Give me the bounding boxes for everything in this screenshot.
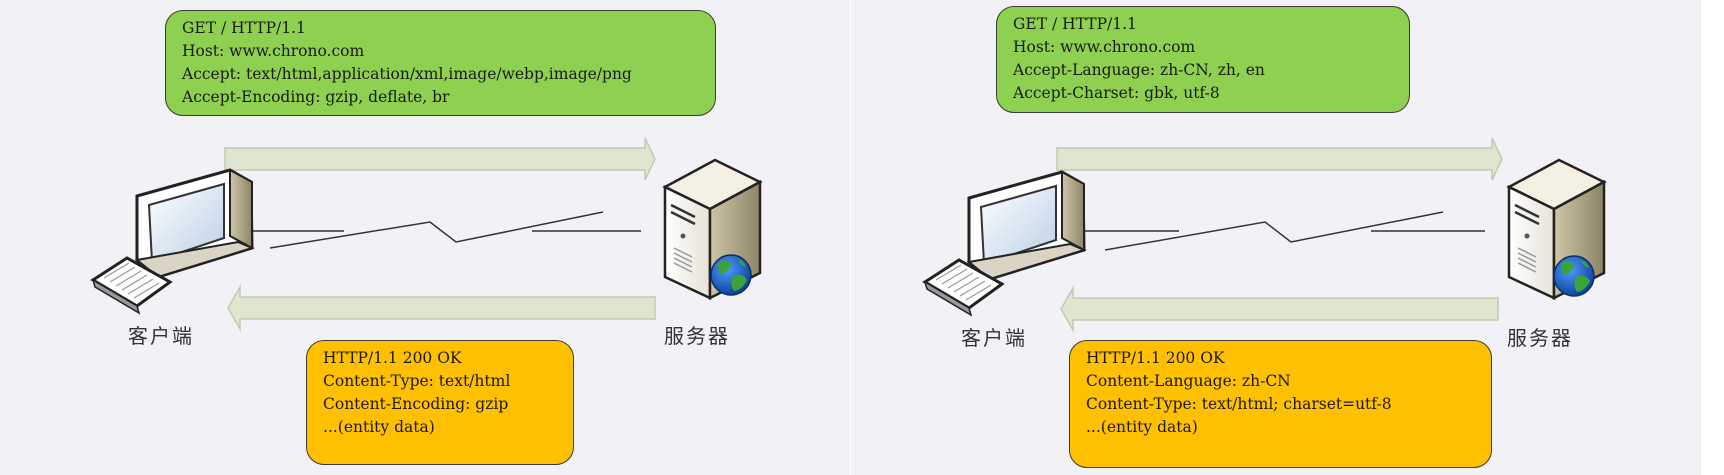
server-label: 服务器 xyxy=(664,324,730,348)
lightning-link-icon xyxy=(236,211,641,249)
request-accept-charset-header: Accept-Charset: gbk, utf-8 xyxy=(1013,84,1220,102)
request-message-box: GET / HTTP/1.1 Host: www.chrono.com Acce… xyxy=(165,10,716,116)
panel-artwork xyxy=(90,137,763,332)
request-line: GET / HTTP/1.1 xyxy=(1013,15,1137,33)
keyboard-icon xyxy=(922,258,1005,317)
request-line: GET / HTTP/1.1 xyxy=(182,19,306,37)
request-host-header: Host: www.chrono.com xyxy=(1013,38,1196,56)
client-label: 客户端 xyxy=(128,324,194,348)
request-message-box: GET / HTTP/1.1 Host: www.chrono.com Acce… xyxy=(996,6,1410,113)
response-entity-data: ...(entity data) xyxy=(1086,418,1198,436)
response-arrow xyxy=(1060,285,1499,333)
response-status-line: HTTP/1.1 200 OK xyxy=(1086,349,1225,367)
response-content-encoding-header: Content-Encoding: gzip xyxy=(323,395,509,413)
response-status-line: HTTP/1.1 200 OK xyxy=(323,349,462,367)
request-arrow xyxy=(1056,137,1503,181)
response-message-box: HTTP/1.1 200 OK Content-Language: zh-CN … xyxy=(1069,340,1492,468)
server-label: 服务器 xyxy=(1507,326,1573,350)
globe-icon xyxy=(1553,255,1595,297)
panel-content-negotiation-language: GET / HTTP/1.1 Host: www.chrono.com Acce… xyxy=(851,0,1701,475)
panel-artwork xyxy=(922,137,1607,333)
keyboard-icon xyxy=(90,256,173,315)
response-arrow xyxy=(227,284,656,332)
response-content-type-header: Content-Type: text/html xyxy=(323,372,511,390)
computer-icon xyxy=(134,168,255,279)
request-accept-language-header: Accept-Language: zh-CN, zh, en xyxy=(1013,61,1265,79)
request-arrow xyxy=(224,137,656,181)
response-content-language-header: Content-Language: zh-CN xyxy=(1086,372,1291,390)
panel-content-negotiation-type: GET / HTTP/1.1 Host: www.chrono.com Acce… xyxy=(0,0,850,475)
lightning-link-icon xyxy=(1070,211,1485,251)
request-host-header: Host: www.chrono.com xyxy=(182,42,365,60)
request-accept-header: Accept: text/html,application/xml,image/… xyxy=(182,65,632,83)
response-content-type-header: Content-Type: text/html; charset=utf-8 xyxy=(1086,395,1392,413)
request-accept-encoding-header: Accept-Encoding: gzip, deflate, br xyxy=(182,88,450,106)
computer-icon xyxy=(966,170,1087,281)
client-label: 客户端 xyxy=(961,326,1027,350)
globe-icon xyxy=(710,254,752,296)
response-entity-data: ...(entity data) xyxy=(323,418,435,436)
response-message-box: HTTP/1.1 200 OK Content-Type: text/html … xyxy=(306,340,574,465)
